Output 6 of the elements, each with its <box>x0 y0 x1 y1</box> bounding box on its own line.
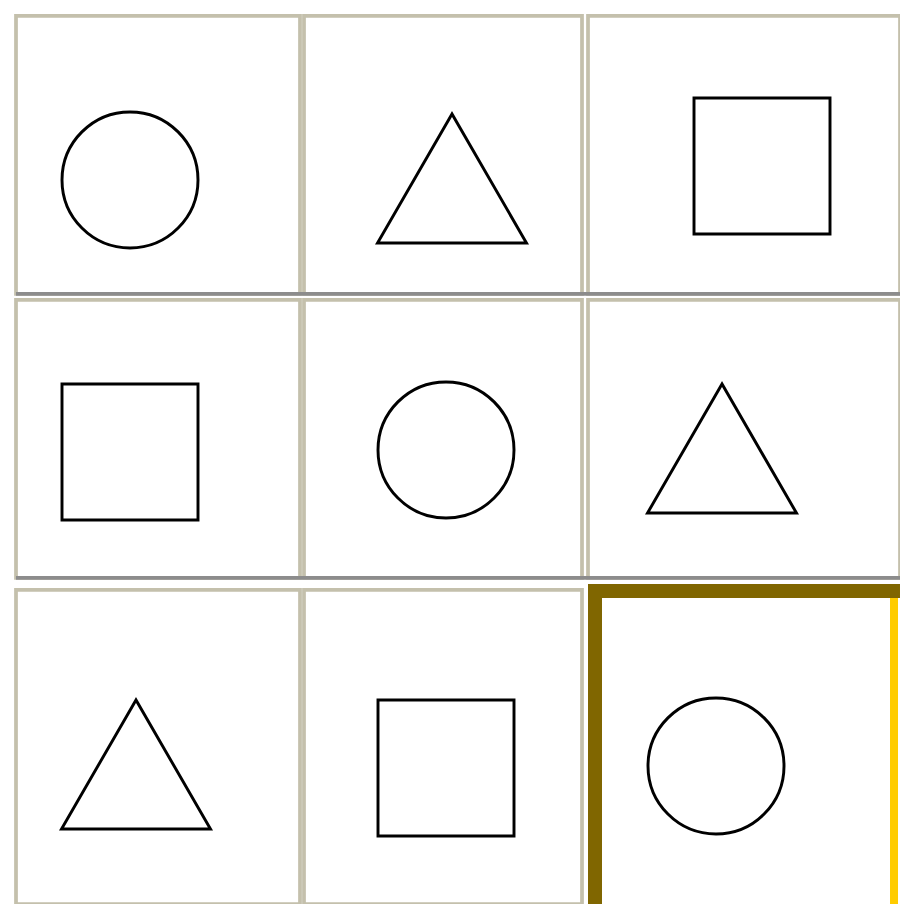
circle-shape <box>376 380 516 520</box>
square-shape <box>692 96 832 236</box>
square-shape <box>60 382 200 522</box>
circle-shape <box>60 110 200 250</box>
square-shape <box>376 698 516 838</box>
circle-shape <box>646 696 786 836</box>
